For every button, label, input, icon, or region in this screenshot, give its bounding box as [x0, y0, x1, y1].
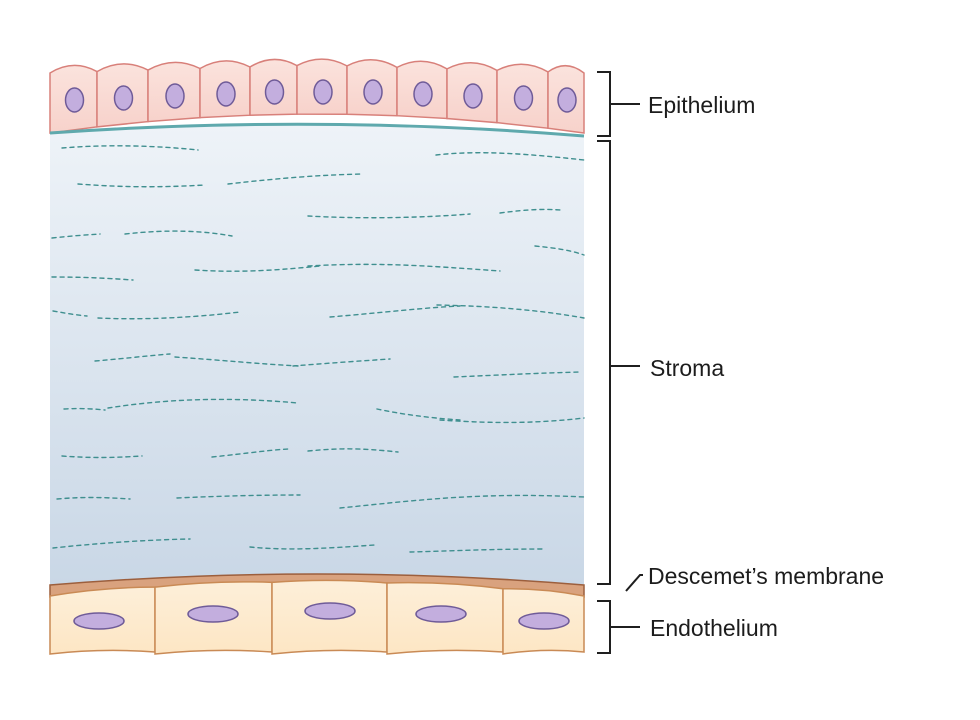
collagen-fiber [97, 311, 241, 320]
endothelium-bracket [597, 600, 611, 654]
label-stroma: Stroma [650, 355, 724, 381]
epithelial-nucleus [513, 85, 534, 111]
stroma-fibers [51, 145, 585, 553]
collagen-fiber [227, 173, 363, 185]
collagen-fiber [124, 230, 233, 237]
epithelial-nucleus [113, 85, 134, 111]
collagen-fiber [376, 408, 461, 421]
stroma-layer [50, 124, 585, 585]
collagen-fiber [499, 208, 561, 214]
collagen-fiber [56, 496, 131, 500]
epithelial-nucleus [64, 87, 85, 113]
endothelial-nucleus [518, 612, 570, 630]
epithelial-nucleus [363, 79, 383, 105]
collagen-fiber [439, 417, 585, 424]
stroma-body [50, 124, 584, 585]
collagen-fiber [436, 304, 585, 319]
collagen-fiber [339, 494, 585, 509]
collagen-fiber [194, 265, 321, 272]
collagen-fiber [61, 455, 143, 459]
epithelial-nucleus [557, 87, 577, 113]
epithelial-nucleus [165, 83, 185, 109]
endothelial-nucleus [187, 605, 239, 623]
basement-membrane [49, 122, 585, 138]
collagen-fiber [307, 448, 399, 453]
stroma-bracket [597, 140, 611, 585]
epithelial-nucleus [264, 79, 285, 105]
collagen-fiber [453, 371, 581, 378]
epithelial-nucleus [313, 79, 333, 105]
collagen-fiber [51, 276, 134, 281]
collagen-fiber [77, 183, 206, 188]
collagen-fiber [52, 310, 88, 317]
endothelium-layer [49, 579, 585, 655]
endothelial-nucleus [73, 612, 125, 630]
collagen-fiber [174, 356, 299, 367]
collagen-fiber [249, 544, 376, 550]
collagen-fiber [63, 407, 106, 411]
epithelium-layer [49, 58, 585, 138]
endothelial-nucleus [304, 602, 356, 620]
descemet-leader [625, 574, 643, 592]
collagen-fiber [211, 448, 289, 458]
collagen-fiber [534, 245, 585, 256]
endothelial-nucleus [415, 605, 467, 623]
label-epithelium: Epithelium [648, 92, 755, 118]
epithelial-nucleus [413, 81, 433, 107]
collagen-fiber [307, 263, 501, 272]
epithelium-bracket [597, 71, 611, 137]
collagen-fiber [51, 233, 101, 239]
collagen-fiber [329, 305, 461, 318]
label-descemet-membrane: Descemet’s membrane [648, 563, 884, 589]
collagen-fiber [61, 145, 199, 151]
collagen-fiber [435, 152, 585, 161]
collagen-fiber [292, 358, 391, 367]
collagen-fiber [107, 398, 299, 409]
collagen-fiber [52, 538, 191, 549]
epithelial-nucleus [463, 83, 483, 109]
collagen-fiber [307, 213, 471, 219]
epithelial-nucleus [216, 81, 236, 107]
collagen-fiber [94, 353, 171, 362]
label-endothelium: Endothelium [650, 615, 778, 641]
